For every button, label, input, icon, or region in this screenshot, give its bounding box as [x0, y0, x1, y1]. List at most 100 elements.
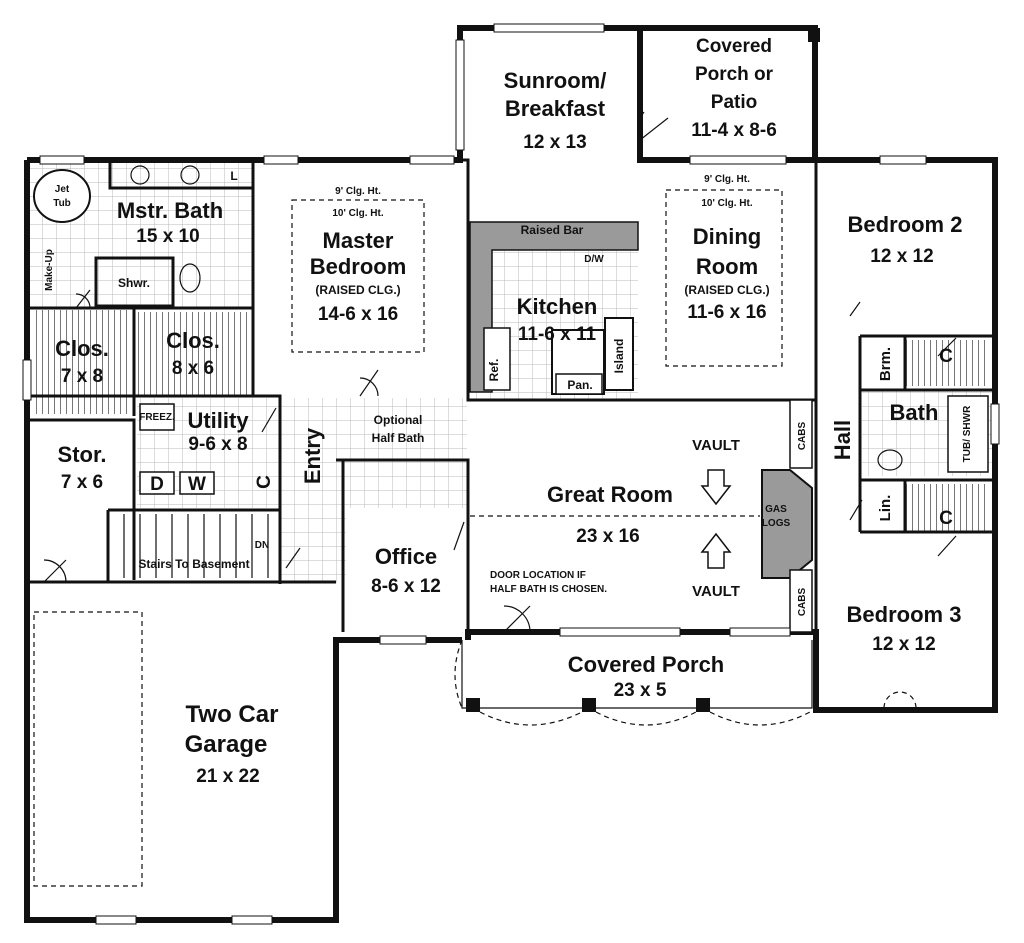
- window: [22, 359, 32, 401]
- ref-label: Ref.: [487, 359, 501, 382]
- patio-label-1: Covered: [696, 36, 772, 57]
- sunroom-label-1: Sunroom/: [504, 68, 607, 93]
- master-clg-1: 9' Clg. Ht.: [335, 186, 381, 197]
- bedroom-doors[interactable]: [849, 301, 957, 557]
- dryer: [139, 471, 175, 495]
- storage-door[interactable]: [43, 559, 67, 583]
- utility-dim: 9-6 x 8: [188, 434, 247, 455]
- storage-wall: [27, 418, 136, 580]
- master-bed-dim: 14-6 x 16: [318, 304, 398, 325]
- tub-shower: [947, 395, 989, 473]
- closet-door[interactable]: [75, 289, 91, 309]
- garage-label-1: Two Car: [186, 701, 279, 728]
- window: [879, 155, 927, 165]
- closet-c3-hatch: [906, 484, 986, 532]
- master-door[interactable]: [359, 369, 379, 397]
- window: [95, 915, 137, 925]
- shower-label: Shwr.: [118, 276, 150, 290]
- master-bath-label: Mstr. Bath: [117, 198, 223, 223]
- window: [729, 627, 791, 637]
- patio-label-3: Patio: [711, 92, 757, 113]
- bedroom2-dim: 12 x 12: [870, 246, 933, 267]
- window: [231, 915, 273, 925]
- shower: [94, 256, 175, 308]
- dining-label-2: Room: [696, 254, 758, 279]
- front-door[interactable]: [503, 605, 531, 633]
- utility-door[interactable]: [261, 407, 277, 433]
- dining-label-1: Dining: [693, 224, 761, 249]
- patio-door[interactable]: [637, 111, 669, 141]
- bedroom2-label: Bedroom 2: [848, 212, 963, 237]
- island-label: Island: [612, 339, 626, 374]
- door-note-2: HALF BATH IS CHOSEN.: [490, 584, 607, 595]
- makeup-label: Make-Up: [44, 249, 55, 291]
- broom-label: Brm.: [877, 347, 894, 381]
- patio-post: [808, 28, 820, 42]
- dining-clg-1: 9' Clg. Ht.: [704, 174, 750, 185]
- freezer-label: FREEZ.: [139, 412, 175, 423]
- garage-label-2: Garage: [185, 731, 268, 758]
- storage-label: Stor.: [58, 442, 107, 467]
- cabs-label-1: CABS: [797, 422, 808, 451]
- washer-label: W: [188, 474, 206, 495]
- kitchen-label: Kitchen: [517, 294, 598, 319]
- master-bed-label-2: Bedroom: [310, 254, 407, 279]
- window: [409, 155, 455, 165]
- washer: [179, 471, 215, 495]
- gas-logs-label-1: GAS: [765, 504, 787, 515]
- master-raised-ceiling: [291, 199, 425, 353]
- kitchen-dim: 11-6 x 11: [518, 324, 597, 345]
- porch-arches: [479, 711, 811, 726]
- closet-c3-label: C: [939, 508, 953, 529]
- porch-post-2: [582, 698, 596, 712]
- stairs-label: Stairs To Basement: [138, 557, 249, 571]
- raised-bar-label: Raised Bar: [521, 223, 584, 237]
- dryer-label: D: [150, 474, 164, 495]
- gas-logs-label-2: LOGS: [762, 518, 791, 529]
- door-note-1: DOOR LOCATION IF: [490, 570, 586, 581]
- window: [263, 155, 299, 165]
- jet-tub-label-1: Jet: [55, 184, 70, 195]
- stair-treads: [123, 514, 269, 578]
- porch-arch-left: [454, 639, 463, 709]
- refrigerator: [483, 327, 511, 391]
- utility-label: Utility: [187, 408, 249, 433]
- covered-porch-dim: 23 x 5: [614, 680, 667, 701]
- utility-wall: [27, 394, 282, 584]
- window: [689, 155, 787, 165]
- fireplace: [761, 469, 813, 579]
- bath-walls: [860, 388, 995, 534]
- sink-1: [130, 165, 150, 185]
- half-bath-label-2: Half Bath: [372, 431, 425, 445]
- half-bath-wall: [336, 458, 470, 632]
- vault-label-1: VAULT: [692, 437, 740, 454]
- exterior-wall-left: [24, 160, 462, 923]
- office-door[interactable]: [453, 521, 465, 551]
- toilet-master: [179, 263, 201, 293]
- stairs-dn-label: DN: [255, 540, 269, 551]
- great-room-label: Great Room: [547, 482, 673, 507]
- pantry: [555, 373, 603, 395]
- half-bath-label-1: Optional: [374, 413, 423, 427]
- window: [493, 23, 605, 33]
- jet-tub: [33, 169, 91, 223]
- closet-left-label: Clos.: [55, 336, 109, 361]
- dining-raised-ceiling: [665, 189, 783, 367]
- dining-clg-2: 10' Clg. Ht.: [701, 198, 752, 209]
- office-label: Office: [375, 544, 437, 569]
- closet-mid-label: Clos.: [166, 328, 220, 353]
- bed3-window-bay: [883, 691, 917, 709]
- storage-dim: 7 x 6: [61, 472, 103, 493]
- porch-outline: [461, 640, 813, 709]
- exterior-wall-bottom: [465, 470, 998, 713]
- closet-c1-label: C: [939, 346, 953, 367]
- great-room-dim: 23 x 16: [576, 526, 639, 547]
- jet-tub-label-2: Tub: [53, 198, 71, 209]
- kitchen-wall: [460, 158, 815, 402]
- master-clg-2: 10' Clg. Ht.: [332, 208, 383, 219]
- garage-entry-door[interactable]: [285, 547, 301, 569]
- patio-dim: 11-4 x 8-6: [691, 120, 777, 141]
- window: [559, 627, 681, 637]
- window: [455, 39, 465, 151]
